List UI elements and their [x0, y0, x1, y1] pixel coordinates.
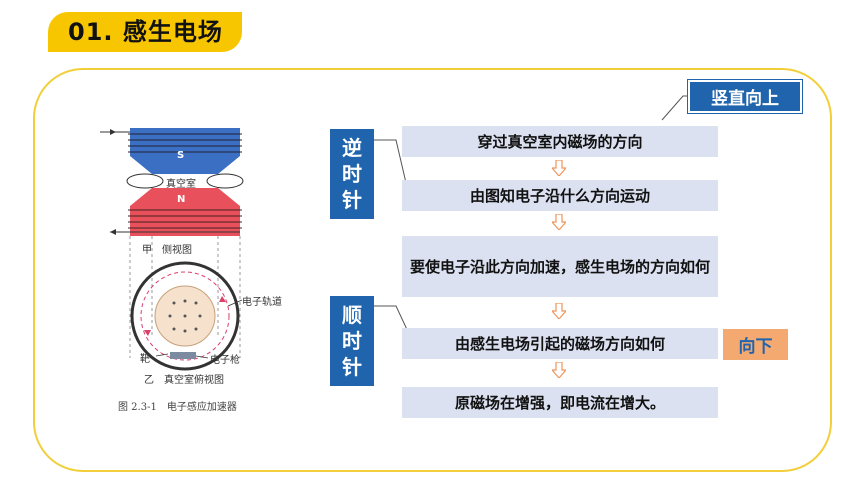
vacuum-chamber-right: [206, 173, 244, 189]
chamber-outer-ring: [130, 261, 240, 371]
s-pole-taper: [130, 156, 240, 174]
target-label: 靶: [140, 354, 150, 365]
answer-induced-field-direction: 向下: [723, 329, 788, 360]
electron-gun-label: 电子枪: [210, 355, 240, 366]
section-title: 01. 感生电场: [48, 12, 242, 52]
badge-char: 逆: [342, 136, 362, 160]
vacuum-chamber-left: [126, 173, 164, 189]
clockwise-badge: 顺 时 针: [330, 296, 374, 386]
down-arrow-icon: [552, 160, 566, 176]
side-view-caption: 甲 侧视图: [142, 245, 192, 256]
down-arrow-icon: [552, 303, 566, 319]
step-2: 由图知电子沿什么方向运动: [402, 180, 718, 211]
accelerator-figure: S 真空室 N 甲 侧视图 电子轨道 靶 电子枪 乙 真空室俯视图 图 2.3-…: [90, 118, 300, 428]
badge-char: 顺: [342, 303, 362, 327]
n-pole-body: [130, 206, 240, 236]
section-title-text: 感生电场: [122, 18, 223, 46]
electron-gun: [170, 352, 196, 359]
wire-arrow-icon: [110, 229, 116, 235]
step-3: 要使电子沿此方向加速，感生电场的方向如何: [402, 236, 718, 297]
s-pole-body: [130, 128, 240, 156]
wire-arrow-icon: [110, 129, 116, 135]
badge-char: 针: [342, 355, 362, 379]
content-frame: [33, 68, 832, 472]
electron-orbit: [140, 271, 230, 361]
section-number: 01.: [68, 18, 114, 46]
step-5: 原磁场在增强，即电流在增大。: [402, 387, 718, 418]
s-pole-label: S: [177, 150, 185, 161]
orbit-arrow-icon: [144, 330, 151, 336]
n-pole-taper: [130, 188, 240, 206]
counterclockwise-badge: 逆 时 针: [330, 129, 374, 219]
down-arrow-icon: [552, 214, 566, 230]
step-1: 穿过真空室内磁场的方向: [402, 126, 718, 157]
orbit-arrow-icon: [219, 296, 226, 302]
vacuum-chamber-label: 真空室: [166, 179, 196, 190]
electron-orbit-label: 电子轨道: [242, 297, 282, 308]
figure-caption: 图 2.3-1 电子感应加速器: [118, 402, 237, 413]
accelerator-diagram: [100, 128, 244, 371]
top-view-caption: 乙 真空室俯视图: [144, 375, 224, 386]
n-pole-label: N: [177, 194, 186, 205]
down-arrow-icon: [552, 362, 566, 378]
badge-char: 针: [342, 188, 362, 212]
answer-field-direction: 竖直向上: [687, 79, 803, 114]
step-4: 由感生电场引起的磁场方向如何: [402, 328, 718, 359]
badge-char: 时: [342, 162, 362, 186]
badge-char: 时: [342, 329, 362, 353]
